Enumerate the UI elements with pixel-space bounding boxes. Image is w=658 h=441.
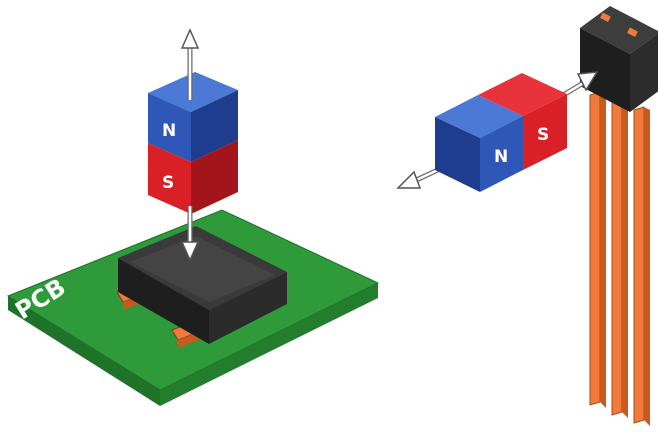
arrow-down-icon [180,241,200,262]
left-south-label: S [162,173,174,193]
vertical-motion-arrow [180,28,200,262]
left-magnet: N S [148,60,238,222]
arrow-left-icon [396,170,422,189]
left-north-label: N [162,121,176,141]
smd-sensor-package [118,226,287,344]
arrow-up-icon [180,28,200,49]
right-north-label: N [494,147,508,167]
to92-sensor-body [580,6,658,112]
right-south-label: S [537,125,549,145]
arrow-right-icon [576,71,599,92]
sensor-leads [589,91,650,426]
right-magnet: N S [435,73,567,192]
